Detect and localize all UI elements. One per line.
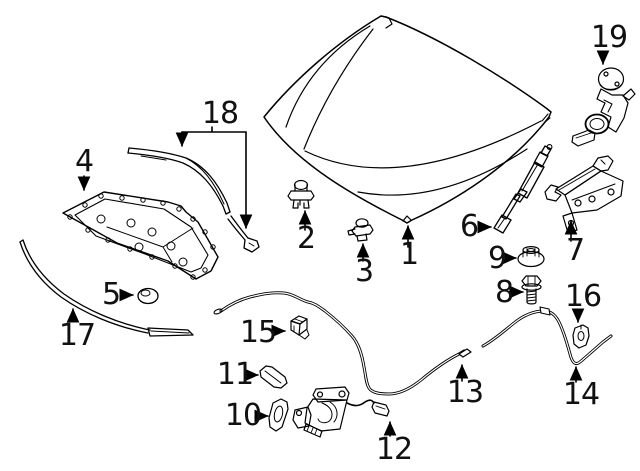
part-label-5[interactable]: 5 [101, 277, 121, 312]
callout-bracket-18 [181, 126, 247, 133]
part-label-6[interactable]: 6 [459, 209, 479, 244]
part-label-4[interactable]: 4 [74, 144, 94, 179]
part-label-10[interactable]: 10 [224, 398, 262, 433]
part-label-1[interactable]: 1 [399, 237, 419, 272]
release-cable-front-drawing [213, 291, 472, 396]
hinge-drawing [544, 155, 624, 234]
release-cable-rear-drawing [481, 306, 613, 366]
cable-bracket-16-drawing [572, 324, 590, 349]
buffer-stop-3-drawing [347, 218, 374, 242]
part-label-12[interactable]: 12 [375, 432, 413, 467]
part-label-9[interactable]: 9 [487, 241, 507, 276]
bracket-11-drawing [259, 365, 288, 389]
hood-panel-drawing [263, 15, 552, 224]
part-label-3[interactable]: 3 [354, 254, 374, 289]
insulation-pad-drawing [62, 191, 219, 280]
part-label-15[interactable]: 15 [239, 315, 277, 350]
part-label-8[interactable]: 8 [494, 275, 514, 310]
front-seal-strip-drawing [19, 239, 194, 337]
part-label-7[interactable]: 7 [565, 233, 585, 268]
part-label-14[interactable]: 14 [562, 377, 600, 412]
bracket-10-drawing [268, 398, 289, 432]
hood-lock-drawing [571, 67, 636, 147]
callout-arrows [66, 50, 610, 437]
part-label-19[interactable]: 19 [590, 20, 628, 55]
bolt-drawing [521, 275, 542, 305]
side-molding-drawing [127, 147, 260, 253]
part-label-2[interactable]: 2 [296, 221, 316, 256]
grommet-drawing [137, 287, 159, 305]
gas-strut-drawing [493, 144, 553, 234]
nut-drawing [517, 246, 545, 268]
part-label-18[interactable]: 18 [201, 96, 239, 131]
cable-clip-drawing [290, 315, 310, 340]
part-label-17[interactable]: 17 [58, 318, 96, 353]
part-label-16[interactable]: 16 [564, 279, 602, 314]
hood-latch-drawing [292, 386, 390, 438]
buffer-stop-2-drawing [287, 179, 315, 209]
part-label-11[interactable]: 11 [216, 357, 254, 392]
part-label-13[interactable]: 13 [446, 375, 484, 410]
